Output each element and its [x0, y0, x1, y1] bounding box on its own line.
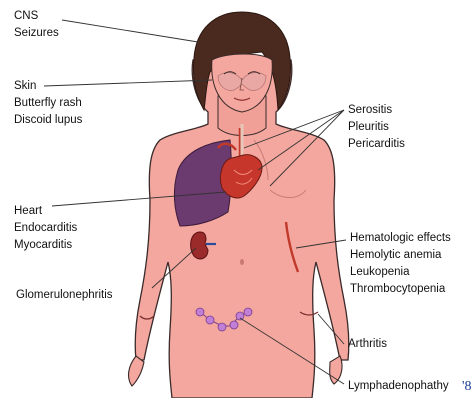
label-hematologic-item: Leukopenia: [350, 264, 451, 281]
label-serositis: Serositis Pleuritis Pericarditis: [348, 102, 405, 153]
lymph-node: [218, 323, 226, 331]
label-skin-title: Skin: [14, 78, 82, 95]
lymph-node: [230, 321, 238, 329]
label-skin-item: Butterfly rash: [14, 95, 82, 112]
label-skin: Skin Butterfly rash Discoid lupus: [14, 78, 82, 129]
corner-mark: '8: [462, 379, 472, 395]
navel: [240, 259, 244, 265]
label-heart-item: Endocarditis: [14, 220, 77, 237]
leader-cns: [62, 20, 198, 42]
label-serositis-item: Pericarditis: [348, 136, 405, 153]
label-kidney-title: Glomerulonephritis: [16, 287, 113, 304]
label-hematologic: Hematologic effects Hemolytic anemia Leu…: [350, 230, 451, 298]
left-hand: [129, 356, 144, 386]
label-hematologic-title: Hematologic effects: [350, 230, 451, 247]
label-kidney: Glomerulonephritis: [16, 287, 113, 304]
label-arthritis-title: Arthritis: [348, 336, 387, 353]
lymph-node: [244, 308, 252, 316]
label-heart-title: Heart: [14, 203, 77, 220]
label-serositis-item: Pleuritis: [348, 119, 405, 136]
label-hematologic-item: Thrombocytopenia: [350, 281, 451, 298]
lymph-node: [206, 316, 214, 324]
lymph-node: [196, 308, 204, 316]
kidney: [191, 232, 208, 259]
label-heart: Heart Endocarditis Myocarditis: [14, 203, 77, 254]
label-heart-item: Myocarditis: [14, 237, 77, 254]
label-cns-item: Seizures: [14, 25, 59, 42]
label-cns-title: CNS: [14, 8, 59, 25]
label-skin-item: Discoid lupus: [14, 112, 82, 129]
label-cns: CNS Seizures: [14, 8, 59, 42]
lymph-node: [236, 312, 244, 320]
label-hematologic-item: Hemolytic anemia: [350, 247, 451, 264]
label-lymph-title: Lymphadenophathy: [348, 378, 449, 395]
right-hand: [330, 356, 342, 384]
label-serositis-title: Serositis: [348, 102, 405, 119]
label-lymph: Lymphadenophathy: [348, 378, 449, 395]
label-arthritis: Arthritis: [348, 336, 387, 353]
